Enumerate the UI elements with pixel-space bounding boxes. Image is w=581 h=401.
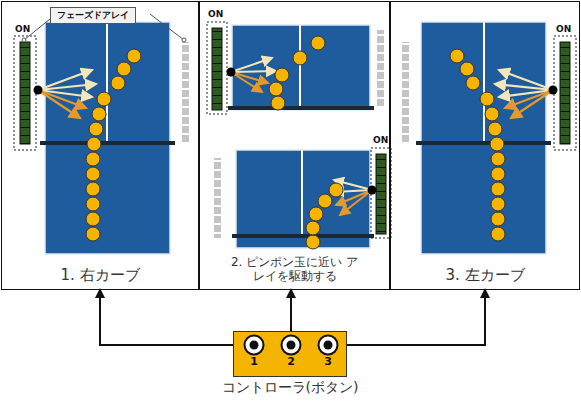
mode-panel: 2. ピンポン玉に近い アレイを駆動する	[199, 1, 390, 290]
table-right-curve	[14, 22, 189, 254]
callout-label: フェーズドアレイ	[50, 7, 136, 24]
panel-caption-holder: 2. ピンポン玉に近い アレイを駆動する	[200, 256, 389, 284]
on-label: ON	[207, 9, 224, 19]
connector-arrow	[100, 290, 242, 345]
on-label: ON	[555, 24, 572, 34]
button-symbol	[317, 334, 339, 356]
connector-arrow	[290, 290, 292, 334]
panel-caption: 3. 左カーブ	[443, 267, 526, 284]
on-label: ON	[372, 135, 389, 145]
connector-arrow	[340, 290, 485, 345]
button-number: 2	[279, 356, 303, 368]
panel-caption: 1. 右カーブ	[58, 267, 141, 284]
on-label: ON	[14, 24, 31, 34]
tables-near-array	[207, 22, 391, 249]
table-left-curve	[402, 22, 576, 254]
controller-caption-holder: コントローラ(ボタン)	[222, 379, 359, 397]
mode-panel: 3. 左カーブ	[390, 1, 580, 290]
controller-button: 3	[316, 334, 340, 372]
panel-caption-holder: 3. 左カーブ	[391, 267, 579, 284]
panel-caption-holder: 1. 右カーブ	[2, 267, 198, 284]
controller-caption: コントローラ(ボタン)	[222, 379, 359, 395]
mode-panel: 1. 右カーブ	[1, 1, 199, 290]
panel-caption: 2. ピンポン玉に近い アレイを駆動する	[226, 256, 364, 284]
button-symbol	[243, 334, 265, 356]
controller-box: 123コントローラ(ボタン)	[233, 331, 347, 377]
controller-button: 2	[279, 334, 303, 372]
button-number: 3	[316, 356, 340, 368]
button-number: 1	[242, 356, 266, 368]
controller-button: 1	[242, 334, 266, 372]
button-symbol	[280, 334, 302, 356]
